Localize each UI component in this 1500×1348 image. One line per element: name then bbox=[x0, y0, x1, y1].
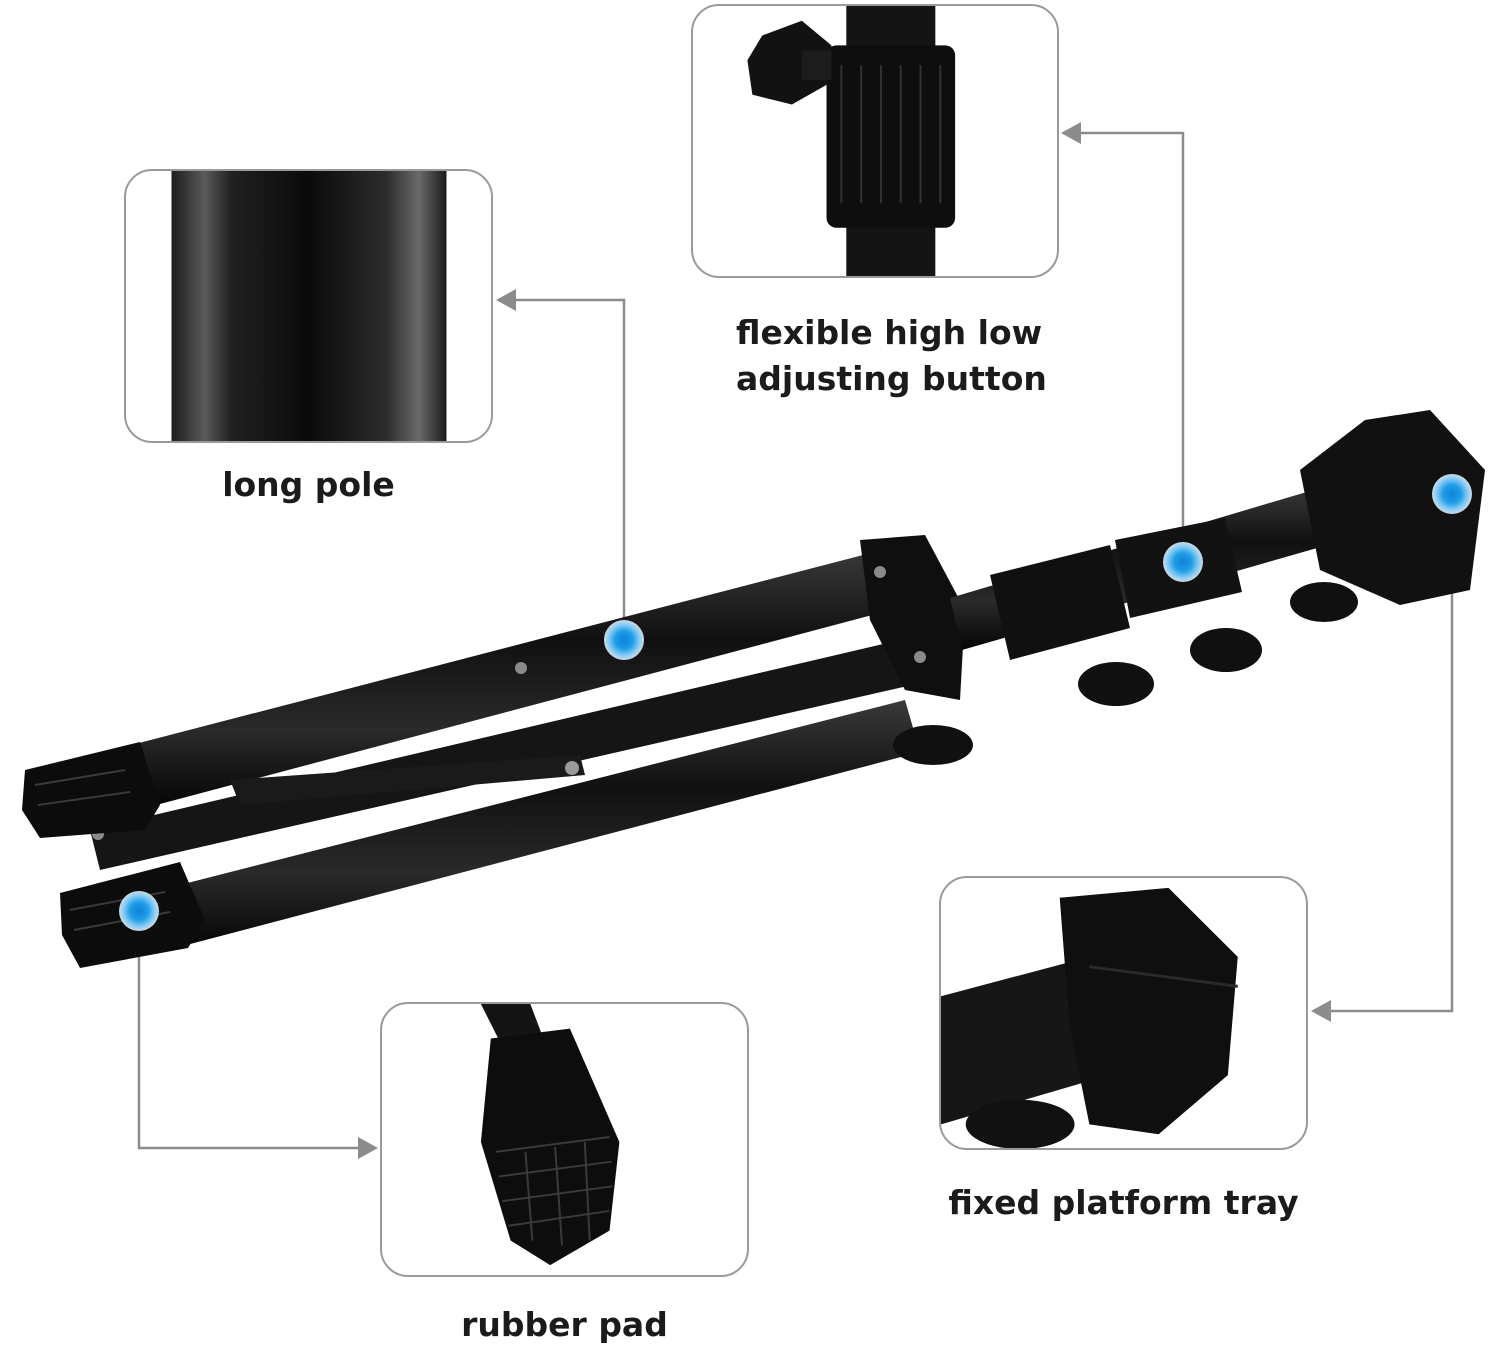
long-pole-label: long pole bbox=[222, 465, 395, 504]
adjusting-button-label-line1: flexible high low bbox=[736, 313, 1043, 352]
connector-platform-tray bbox=[1325, 494, 1454, 1013]
long-pole-detail-image bbox=[124, 169, 493, 443]
adjusting-button-label: flexible high low adjusting button bbox=[736, 310, 1047, 402]
connector-arrowheads bbox=[358, 122, 1331, 1159]
marker-long-pole bbox=[604, 620, 644, 660]
adjusting-button-detail-image bbox=[691, 4, 1059, 278]
marker-rubber-pad bbox=[119, 891, 159, 931]
platform-tray-detail-image bbox=[939, 876, 1308, 1150]
connector-adjusting-button bbox=[1075, 131, 1185, 562]
adjusting-button-label-line2: adjusting button bbox=[736, 359, 1047, 398]
platform-tray-label: fixed platform tray bbox=[948, 1183, 1299, 1222]
connector-rubber-pad bbox=[137, 911, 365, 1150]
connector-long-pole bbox=[510, 298, 626, 640]
marker-dots bbox=[119, 474, 1472, 931]
connector-lines bbox=[137, 131, 1454, 1150]
rubber-pad-detail-image bbox=[380, 1002, 749, 1277]
marker-platform-tray bbox=[1432, 474, 1472, 514]
rubber-pad-label: rubber pad bbox=[461, 1305, 668, 1344]
marker-adjusting-button bbox=[1163, 542, 1203, 582]
